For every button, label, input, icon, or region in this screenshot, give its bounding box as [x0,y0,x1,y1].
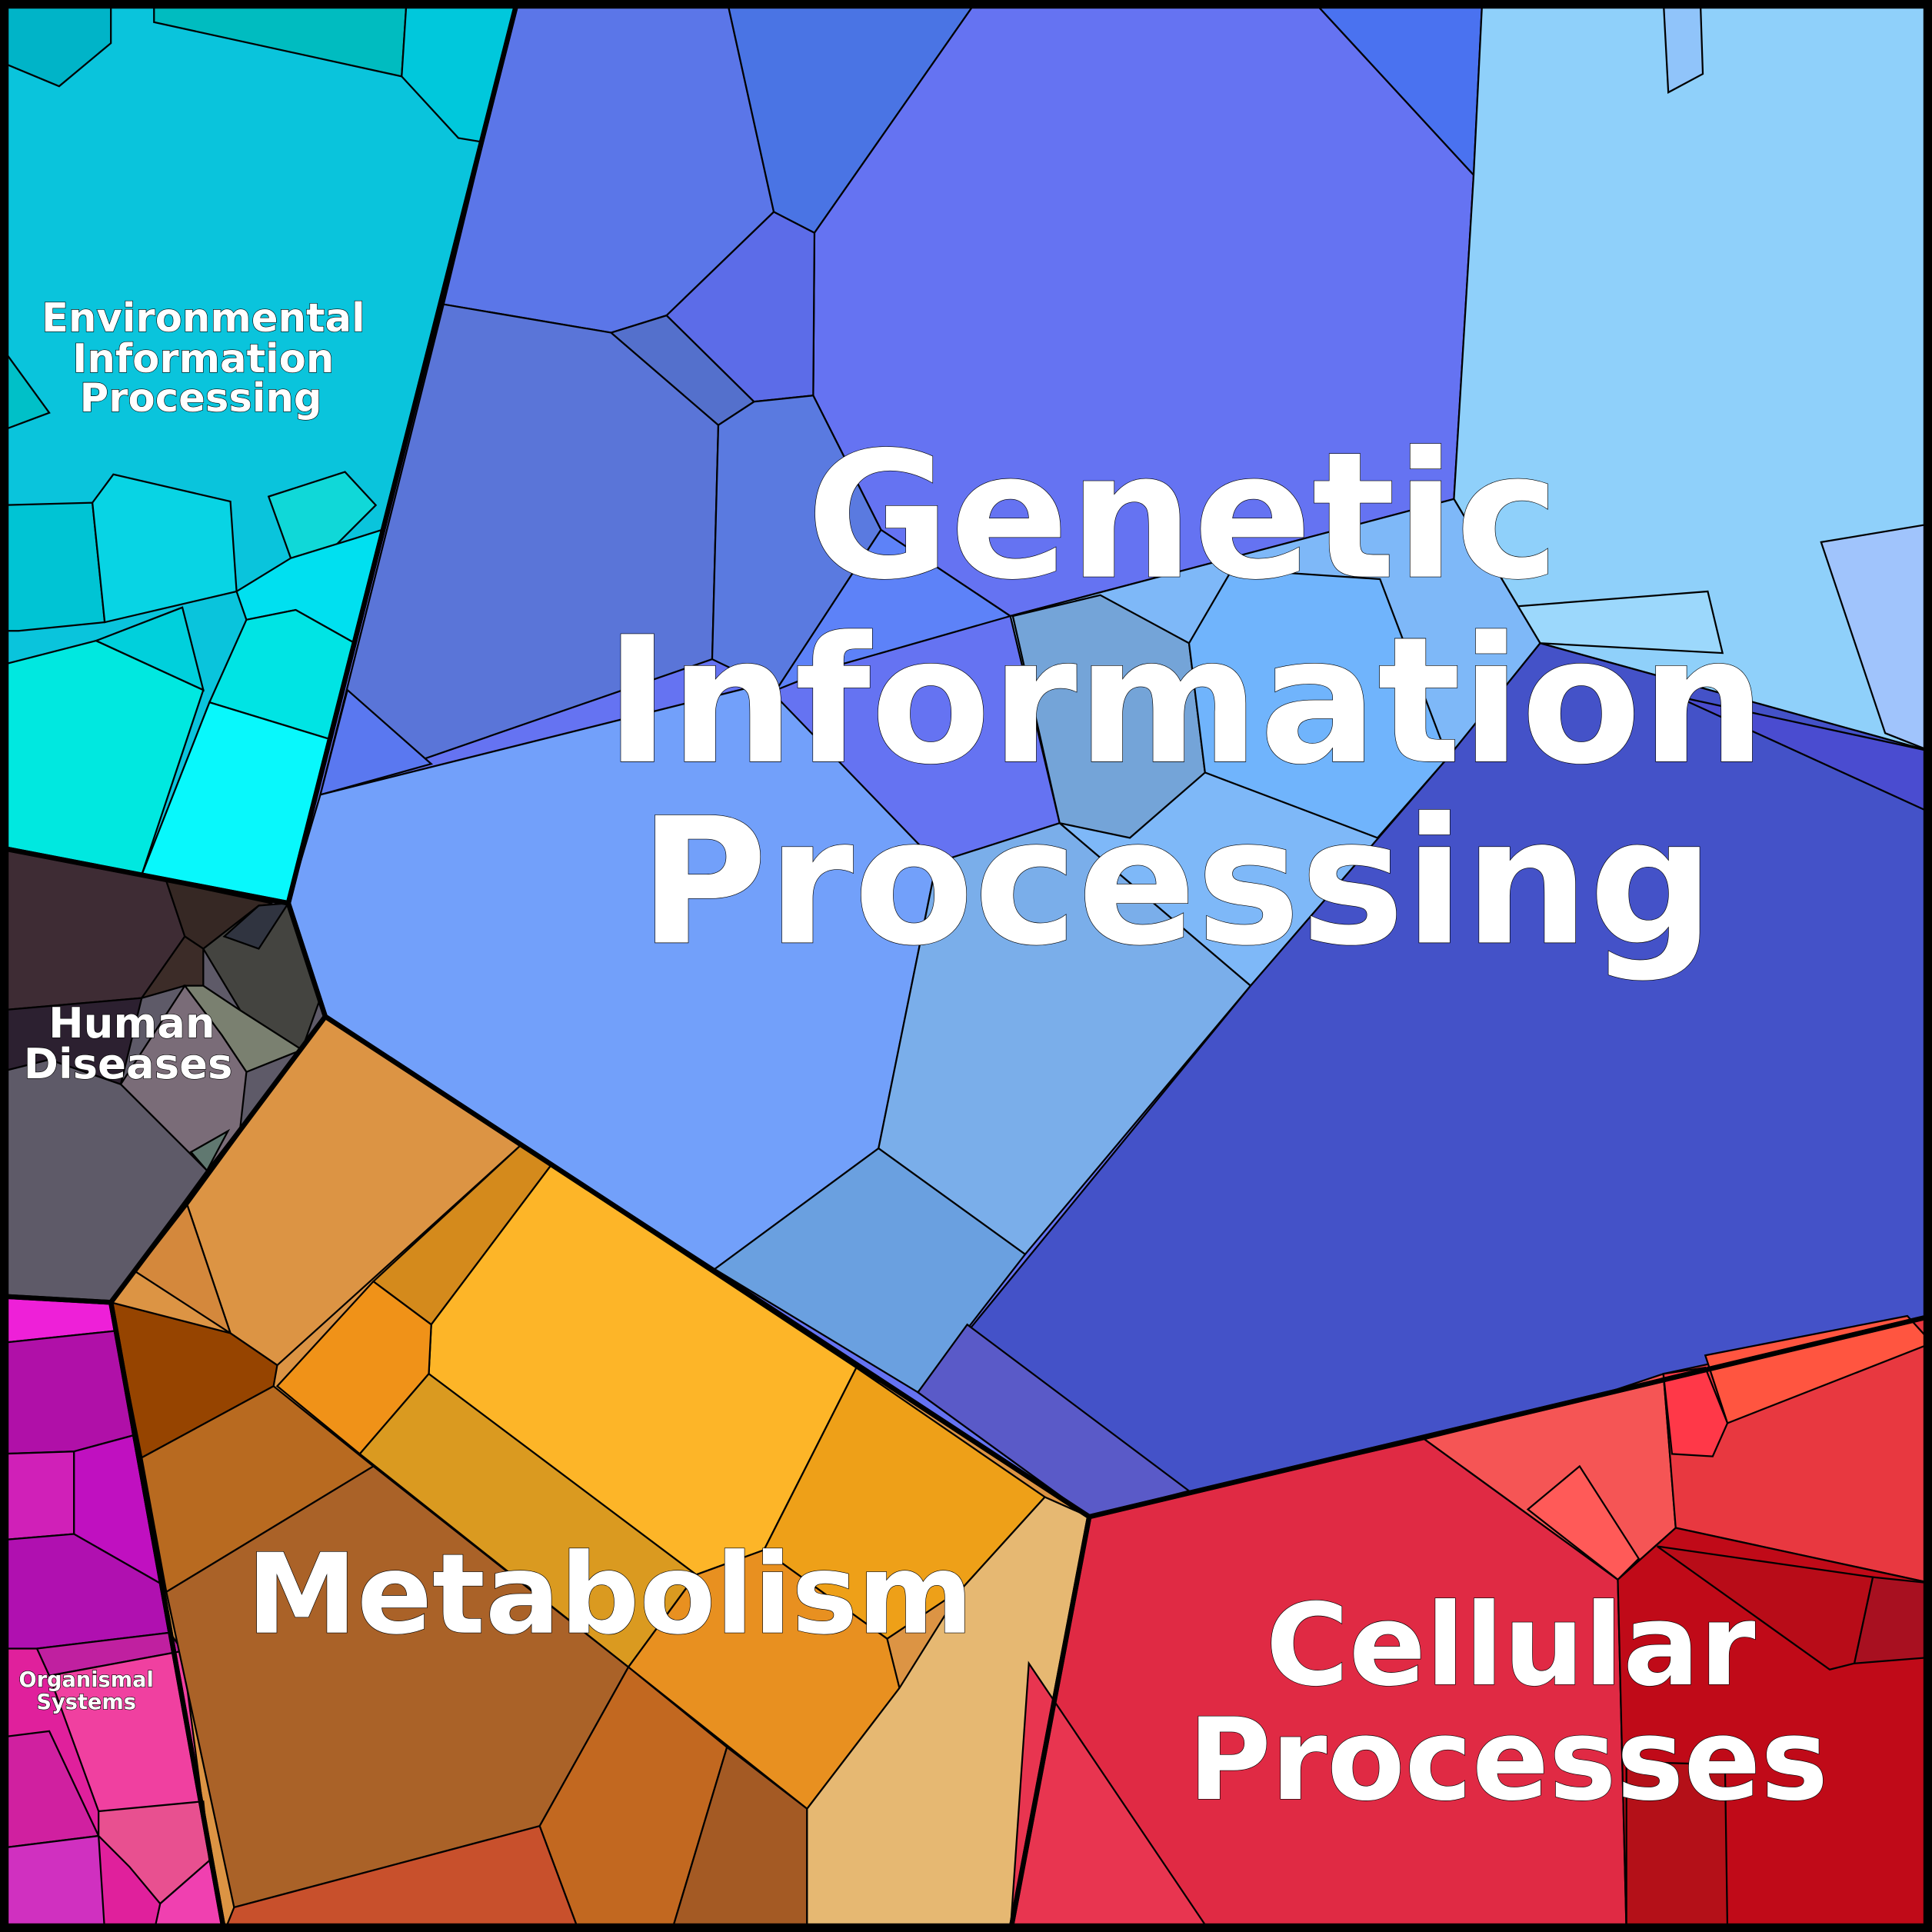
group-border-organismal [0,1294,227,1932]
treemap-cell [139,935,205,1000]
label-environmental-information-processing: Environmental Information Processing [41,295,365,421]
treemap-cell [1704,1314,1932,1424]
label-line: Metabolism [247,1531,974,1660]
treemap-cell [1625,1760,1729,1932]
treemap-cell [1526,1464,1641,1581]
treemap-cell [1662,0,1704,94]
treemap-cell [762,1366,1047,1641]
treemap-cell [0,501,106,632]
label-line: Organismal [18,1668,153,1692]
treemap-cell [0,639,205,876]
label-line: Systems [36,1690,136,1714]
treemap-cell [189,1128,231,1172]
treemap-cell [670,1745,808,1932]
treemap-cell [1675,695,1932,814]
label-line: Information [605,599,1765,803]
label-line: Information [72,336,334,382]
treemap-cell [91,473,238,624]
label-genetic-information-processing: Genetic Information Processing [605,414,1767,984]
treemap-cell [1662,1367,1729,1457]
treemap-cell [0,343,51,432]
label-organismal-systems: Organismal Systems [18,1668,155,1715]
treemap-cell [94,606,205,692]
treemap-cell [1820,522,1932,753]
label-cellular-processes: Cellular Processes [1188,1578,1829,1826]
treemap-cell [713,1147,1027,1394]
label-line: Environmental [42,295,365,341]
treemap-cell [0,0,112,88]
treemap-cell [1853,1576,1932,1664]
label-line: Genetic [807,415,1560,618]
label-line: Cellular [1266,1579,1756,1711]
treemap-cell [0,1451,75,1541]
group-border-cellular [1008,1313,1932,1932]
label-metabolism: Metabolism [246,1530,974,1660]
treemap-cell [153,1858,225,1932]
treemap-cell [267,471,378,560]
label-line: Human [48,998,215,1048]
label-line: Diseases [24,1039,233,1088]
label-line: Processing [80,375,322,421]
label-line: Processing [639,781,1714,984]
treemap-cell [1009,1661,1211,1932]
treemap-cell [0,1834,106,1932]
treemap-cell [318,688,434,796]
label-line: Processes [1188,1694,1828,1826]
treemap-cell [0,1329,135,1455]
label-human-diseases: Human Diseases [23,998,233,1088]
treemap-cell [665,211,816,403]
group-border-metabolism [108,1014,1092,1932]
